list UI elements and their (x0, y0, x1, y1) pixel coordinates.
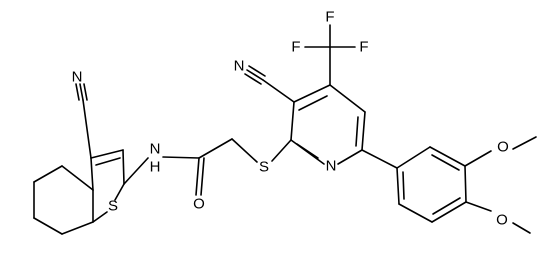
atom-label-s-thiophene: S (108, 198, 118, 215)
bond-lines (33, 24, 537, 235)
atom-label-h-amide: H (150, 159, 161, 176)
atom-label-n-nitrile-top: N (72, 69, 83, 86)
atom-label-n-nitrile-left: N (234, 58, 245, 75)
atom-label-o-methoxy-2: O (496, 212, 508, 229)
atom-labels: N N N H S O S N F F F O O (72, 9, 509, 229)
atom-label-o-carbonyl: O (193, 196, 205, 213)
atom-label-f-2: F (359, 39, 368, 56)
atom-label-o-methoxy-1: O (497, 139, 509, 156)
atom-label-n-pyridine: N (326, 158, 337, 175)
atom-label-nh-amide: N (150, 141, 161, 158)
atom-label-f-1: F (291, 39, 300, 56)
atom-label-f-3: F (325, 9, 334, 26)
atom-label-s-thioether: S (259, 159, 269, 176)
